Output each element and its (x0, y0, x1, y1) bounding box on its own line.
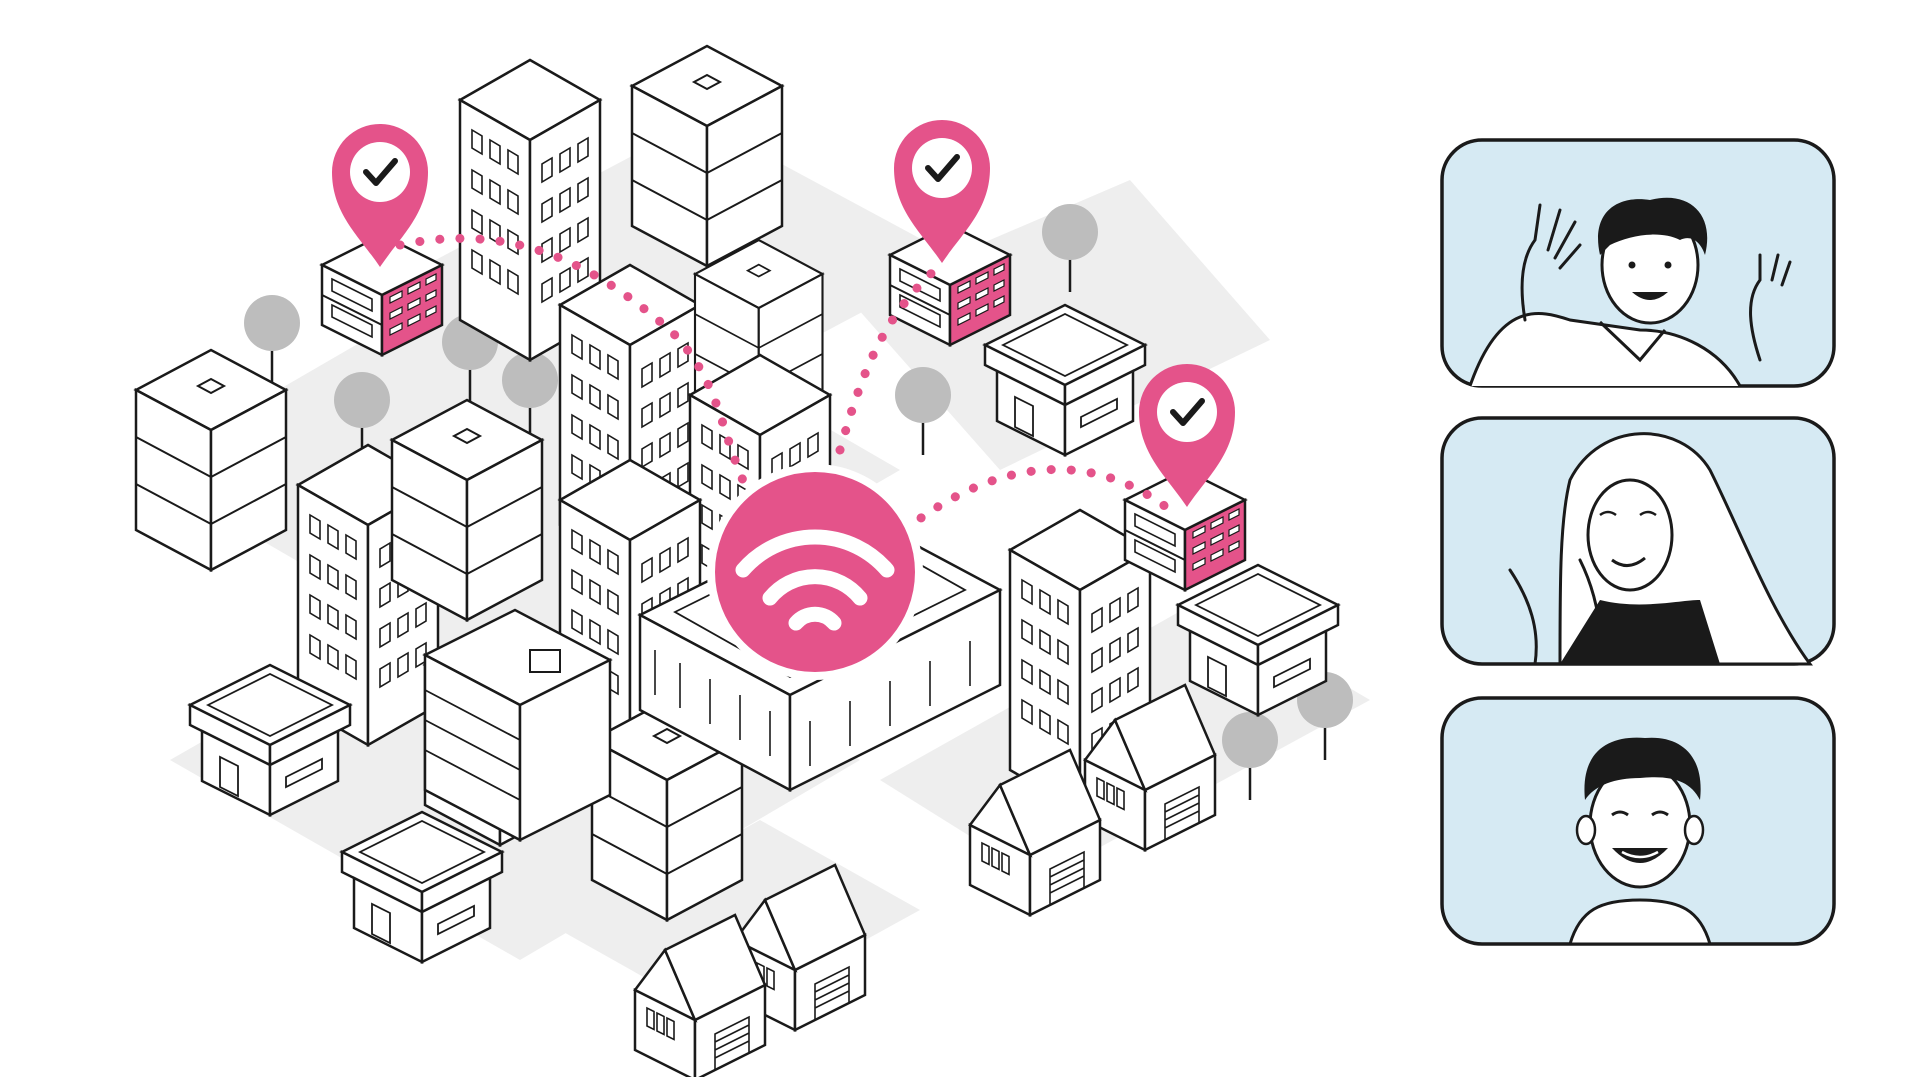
location-pin-check-icon (332, 124, 428, 267)
smiling-boy-avatar (1440, 696, 1836, 946)
waving-man-avatar (1440, 138, 1836, 388)
low-rise-building (422, 608, 613, 843)
smiling-woman-avatar (1440, 416, 1836, 666)
wifi-icon (707, 464, 923, 680)
network-links (395, 233, 1175, 535)
video-call-panel (1440, 138, 1836, 946)
